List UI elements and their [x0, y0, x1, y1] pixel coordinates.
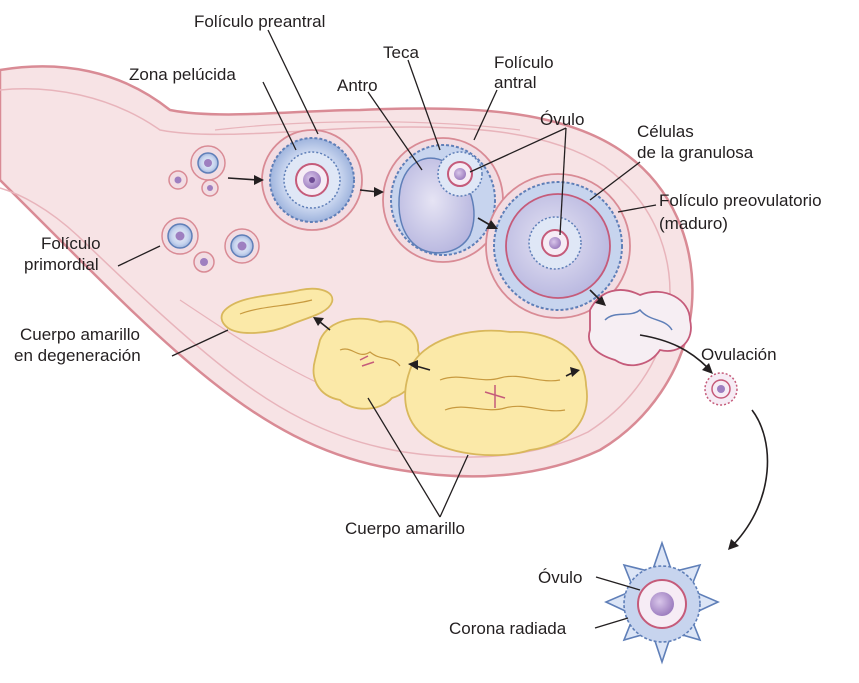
- label-foliculo-preantral: Folículo preantral: [194, 12, 325, 31]
- label-zona-pelucida: Zona pelúcida: [129, 65, 236, 84]
- label-corona-radiada: Corona radiada: [449, 619, 567, 638]
- label-celulas-1: Células: [637, 122, 694, 141]
- corpus-luteum-large: [405, 331, 587, 456]
- label-preovulatorio-1: Folículo preovulatorio: [659, 191, 822, 210]
- label-ovulo-2: Óvulo: [538, 568, 582, 587]
- antral-follicle: [383, 138, 503, 262]
- label-preovulatorio-2: (maduro): [659, 214, 728, 233]
- label-foliculo-antral-2: antral: [494, 73, 537, 92]
- preantral-follicle: [262, 130, 362, 230]
- label-cuerpo-amarillo: Cuerpo amarillo: [345, 519, 465, 538]
- label-cuerpo-deg-2: en degeneración: [14, 346, 141, 365]
- label-cuerpo-deg-1: Cuerpo amarillo: [20, 325, 140, 344]
- label-primordial-2: primordial: [24, 255, 99, 274]
- ovum-corona-radiata: [606, 543, 718, 662]
- label-teca: Teca: [383, 43, 419, 62]
- label-primordial-1: Folículo: [41, 234, 101, 253]
- label-antro: Antro: [337, 76, 378, 95]
- label-ovulacion: Ovulación: [701, 345, 777, 364]
- label-foliculo-antral-1: Folículo: [494, 53, 554, 72]
- released-ovum: [705, 373, 737, 405]
- label-ovulo: Óvulo: [540, 110, 584, 129]
- label-celulas-2: de la granulosa: [637, 143, 754, 162]
